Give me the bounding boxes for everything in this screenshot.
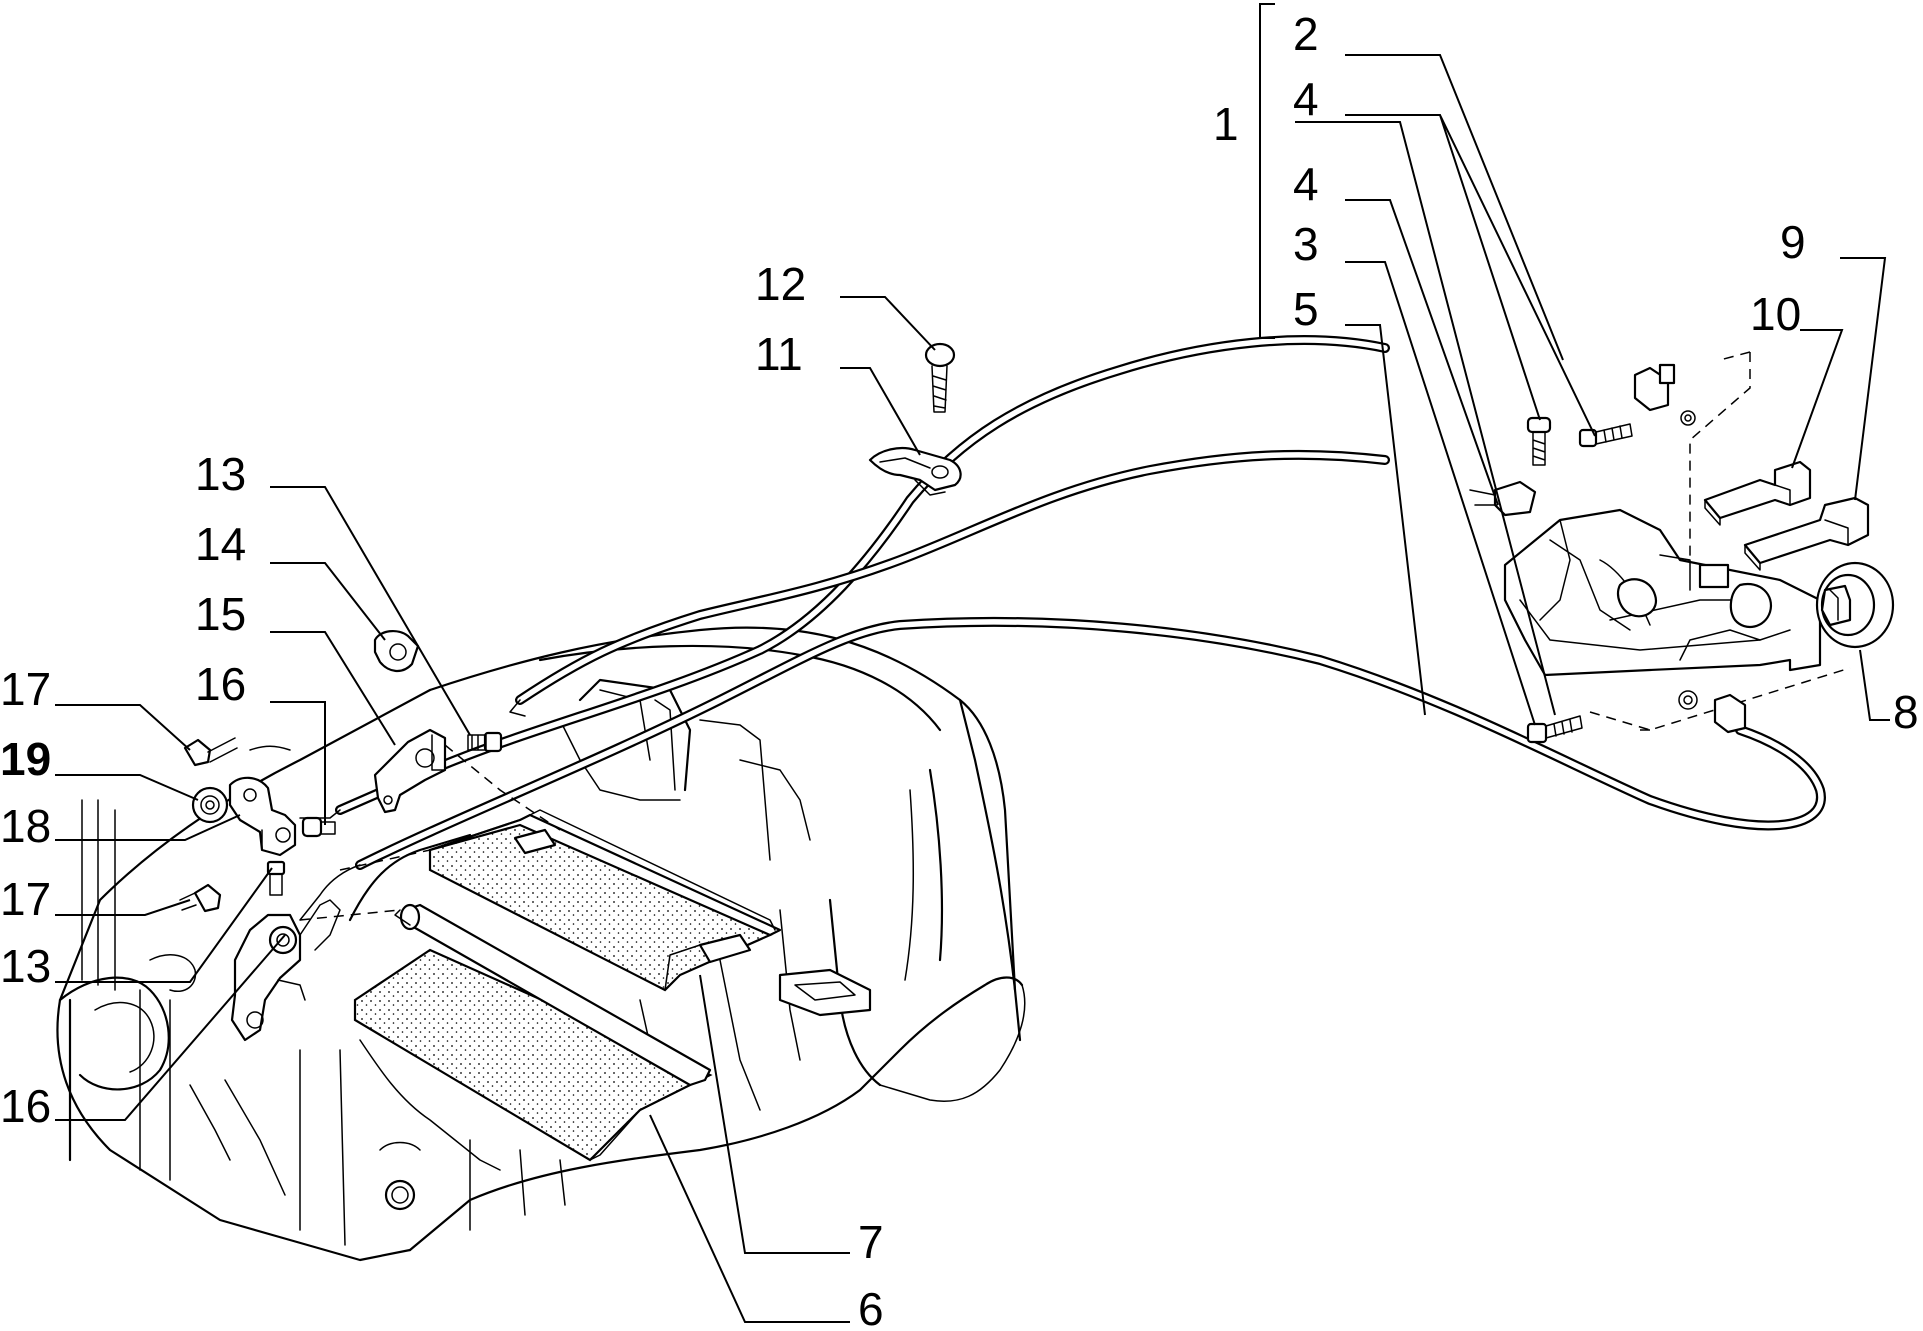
callout-10: 10 [1750,288,1801,340]
callout-8: 8 [1893,686,1919,738]
callout-3: 3 [1293,218,1319,270]
release-cables [249,335,1826,921]
screw-4b [1578,423,1633,448]
lever-part-18 [228,776,297,857]
screw-4a [1526,416,1552,466]
callout-17b: 17 [0,873,51,925]
handle-bracket-assembly [1469,351,1851,744]
vehicle-body-outline [56,626,1026,1262]
callout-13a: 13 [195,448,246,500]
callout-19: 19 [0,733,51,785]
callout-16b: 16 [0,1080,51,1132]
callout-1: 1 [1213,98,1239,150]
lever-part-10 [1703,460,1812,526]
tray-lid-part-7 [428,809,782,992]
leader-lines [55,3,1890,1323]
clip-part-11 [868,446,962,496]
clip-part-14 [373,630,420,672]
callout-4b: 4 [1293,158,1319,210]
callout-4a: 4 [1293,73,1319,125]
callout-13b: 13 [0,940,51,992]
assembly-guide-left [299,744,561,921]
callout-12: 12 [755,258,806,310]
callout-2: 2 [1293,8,1319,60]
callout-9: 9 [1780,216,1806,268]
tray-lid-part-6 [353,903,713,1162]
callout-6: 6 [858,1283,884,1331]
callout-17a: 17 [0,663,51,715]
bracket-part-15 [373,728,447,814]
screw-3 [1526,715,1583,744]
callout-14: 14 [195,518,246,570]
callout-16a: 16 [195,658,246,710]
callout-11: 11 [755,328,803,380]
screw-part-12 [924,342,956,413]
screw-part-13b [266,860,286,896]
callout-15: 15 [195,588,246,640]
callout-18: 18 [0,800,51,852]
screw-part-13a [467,731,503,753]
screw-part-16a [301,816,336,838]
pin-part-17b [179,883,222,913]
callout-5: 5 [1293,283,1319,335]
callout-numbers: 2 4 1 4 3 5 9 10 8 12 11 13 14 15 16 17 … [0,8,1919,1331]
lever-part-9 [1743,496,1870,571]
lower-latch-bracket [230,899,341,1042]
nut-part-19 [191,786,229,824]
pin-part-17a [183,737,238,767]
knob-part-8 [1815,561,1895,649]
callout-7: 7 [858,1216,884,1268]
